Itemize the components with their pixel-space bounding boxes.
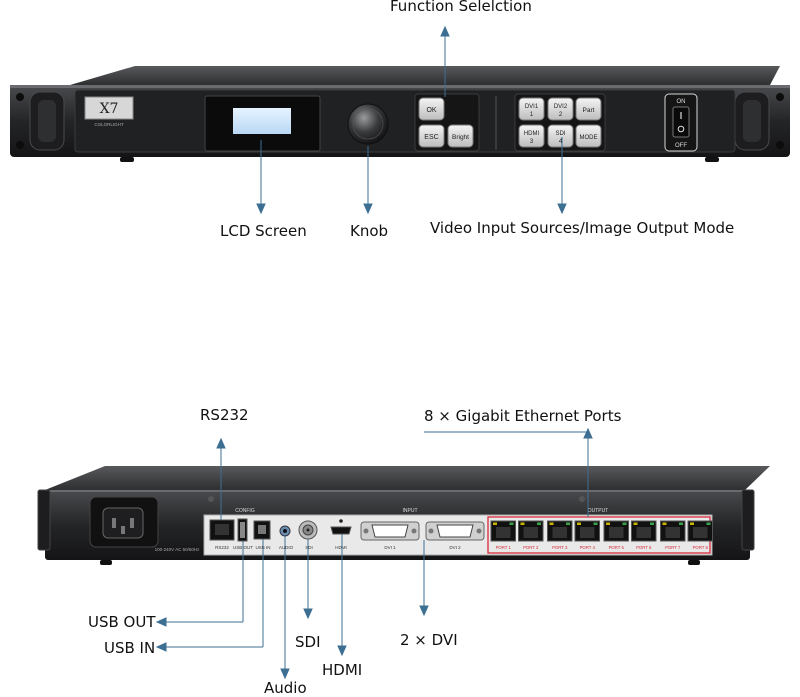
rotary-knob[interactable]: [347, 103, 389, 145]
svg-text:SDI: SDI: [555, 131, 565, 137]
svg-text:HDMI: HDMI: [524, 131, 540, 137]
ok-label: OK: [426, 107, 436, 114]
esc-label: ESC: [424, 134, 438, 141]
front-panel: X7 COLORLIGHT OK ESC Bright: [10, 66, 790, 162]
front-top-surface: [70, 66, 780, 85]
ethernet-port: PORT 1: [490, 520, 516, 550]
dvi1-button[interactable]: DVI1 1: [518, 97, 545, 121]
ethernet-port: PORT 7: [660, 520, 686, 550]
right-rack-ear: [734, 91, 784, 151]
lcd-screen: [204, 95, 321, 152]
rear-leaders: [155, 427, 593, 680]
dvi1-port: [360, 521, 420, 541]
brand-badge: X7 COLORLIGHT: [84, 96, 134, 127]
rear-panel: 100-240V AC 50/60Hz CONFIG INPUT OUTPUT: [37, 466, 770, 565]
rear-top-surface: [45, 466, 770, 490]
ethernet-callout: 8 × Gigabit Ethernet Ports: [424, 407, 622, 425]
ethernet-port: PORT 4: [574, 520, 600, 550]
svg-text:Part: Part: [583, 107, 595, 114]
bright-button[interactable]: Bright: [447, 124, 474, 148]
usb-in-port: [253, 520, 271, 540]
sdi-callout: SDI: [295, 633, 321, 651]
power-on-label: ON: [677, 99, 686, 105]
ethernet-port-label: PORT 6: [636, 545, 652, 550]
ethernet-port: PORT 5: [603, 520, 629, 550]
function-selection-callout: Function Selelction: [390, 0, 532, 15]
power-off-label: OFF: [675, 143, 687, 149]
ethernet-port-label: PORT 7: [665, 545, 681, 550]
svg-text:3: 3: [530, 139, 534, 145]
audio-label: AUDIO: [279, 545, 294, 550]
lcd-screen-callout: LCD Screen: [220, 222, 307, 240]
power-inlet: [89, 496, 159, 548]
ethernet-port-label: PORT 3: [552, 545, 568, 550]
svg-text:DVI2: DVI2: [554, 104, 568, 110]
power-rating-label: 100-240V AC 50/60Hz: [155, 547, 201, 552]
knob-callout: Knob: [350, 222, 389, 240]
usb-out-callout: USB OUT: [88, 613, 156, 631]
bright-label: Bright: [452, 134, 469, 141]
ethernet-port: PORT 8: [687, 520, 713, 550]
ethernet-ports: PORT 1 PORT 2 PORT 3 PORT 4 PORT 5 PORT 6 PORT…: [490, 520, 713, 550]
rs232-label: RS232: [215, 545, 229, 550]
dvi2-label: DVI 2: [449, 545, 461, 550]
left-rack-ear: [16, 91, 65, 151]
ok-button[interactable]: OK: [418, 97, 445, 121]
dvi1-label: DVI 1: [384, 545, 396, 550]
output-section-label: OUTPUT: [588, 508, 609, 514]
mode-button[interactable]: MODE: [575, 124, 602, 148]
video-input-callout: Video Input Sources/Image Output Mode: [430, 219, 735, 237]
input-section-label: INPUT: [403, 508, 418, 514]
sdi-button[interactable]: SDI 4: [547, 124, 574, 148]
svg-text:2: 2: [559, 112, 563, 118]
ethernet-port-label: PORT 1: [496, 545, 512, 550]
hdmi-port: [330, 519, 352, 535]
sdi-bnc-port: [298, 520, 318, 540]
ethernet-port-label: PORT 5: [609, 545, 625, 550]
sdi-label: SDI: [305, 545, 313, 550]
brand-name: X7: [100, 101, 119, 117]
audio-callout: Audio: [264, 679, 307, 697]
svg-text:MODE: MODE: [580, 135, 598, 141]
esc-button[interactable]: ESC: [418, 124, 445, 148]
ethernet-port-label: PORT 2: [523, 545, 539, 550]
ethernet-port: PORT 6: [631, 520, 657, 550]
dvi2-button[interactable]: DVI2 2: [547, 97, 574, 121]
usb-in-callout: USB IN: [104, 639, 156, 657]
brand-sub: COLORLIGHT: [94, 122, 124, 127]
ethernet-port-label: PORT 8: [693, 545, 709, 550]
power-switch[interactable]: ON OFF: [664, 93, 698, 152]
front-leaders: [256, 25, 567, 215]
audio-jack: [279, 525, 291, 537]
ethernet-port: PORT 3: [547, 520, 573, 550]
rs232-callout: RS232: [200, 406, 249, 424]
dvi2-port: [425, 521, 485, 541]
svg-text:4: 4: [559, 139, 563, 145]
hdmi-callout: HDMI: [322, 661, 363, 679]
part-button[interactable]: Part: [575, 97, 602, 121]
usb-out-port: [237, 518, 248, 542]
hdmi-button[interactable]: HDMI 3: [518, 124, 545, 148]
rs232-port: [209, 519, 235, 541]
hdmi-label: HDMI: [335, 545, 347, 550]
svg-text:DVI1: DVI1: [525, 104, 539, 110]
ethernet-port-label: PORT 4: [580, 545, 596, 550]
svg-text:1: 1: [530, 112, 534, 118]
config-section-label: CONFIG: [235, 508, 255, 514]
dvi-callout: 2 × DVI: [400, 631, 458, 649]
ethernet-port: PORT 2: [518, 520, 544, 550]
